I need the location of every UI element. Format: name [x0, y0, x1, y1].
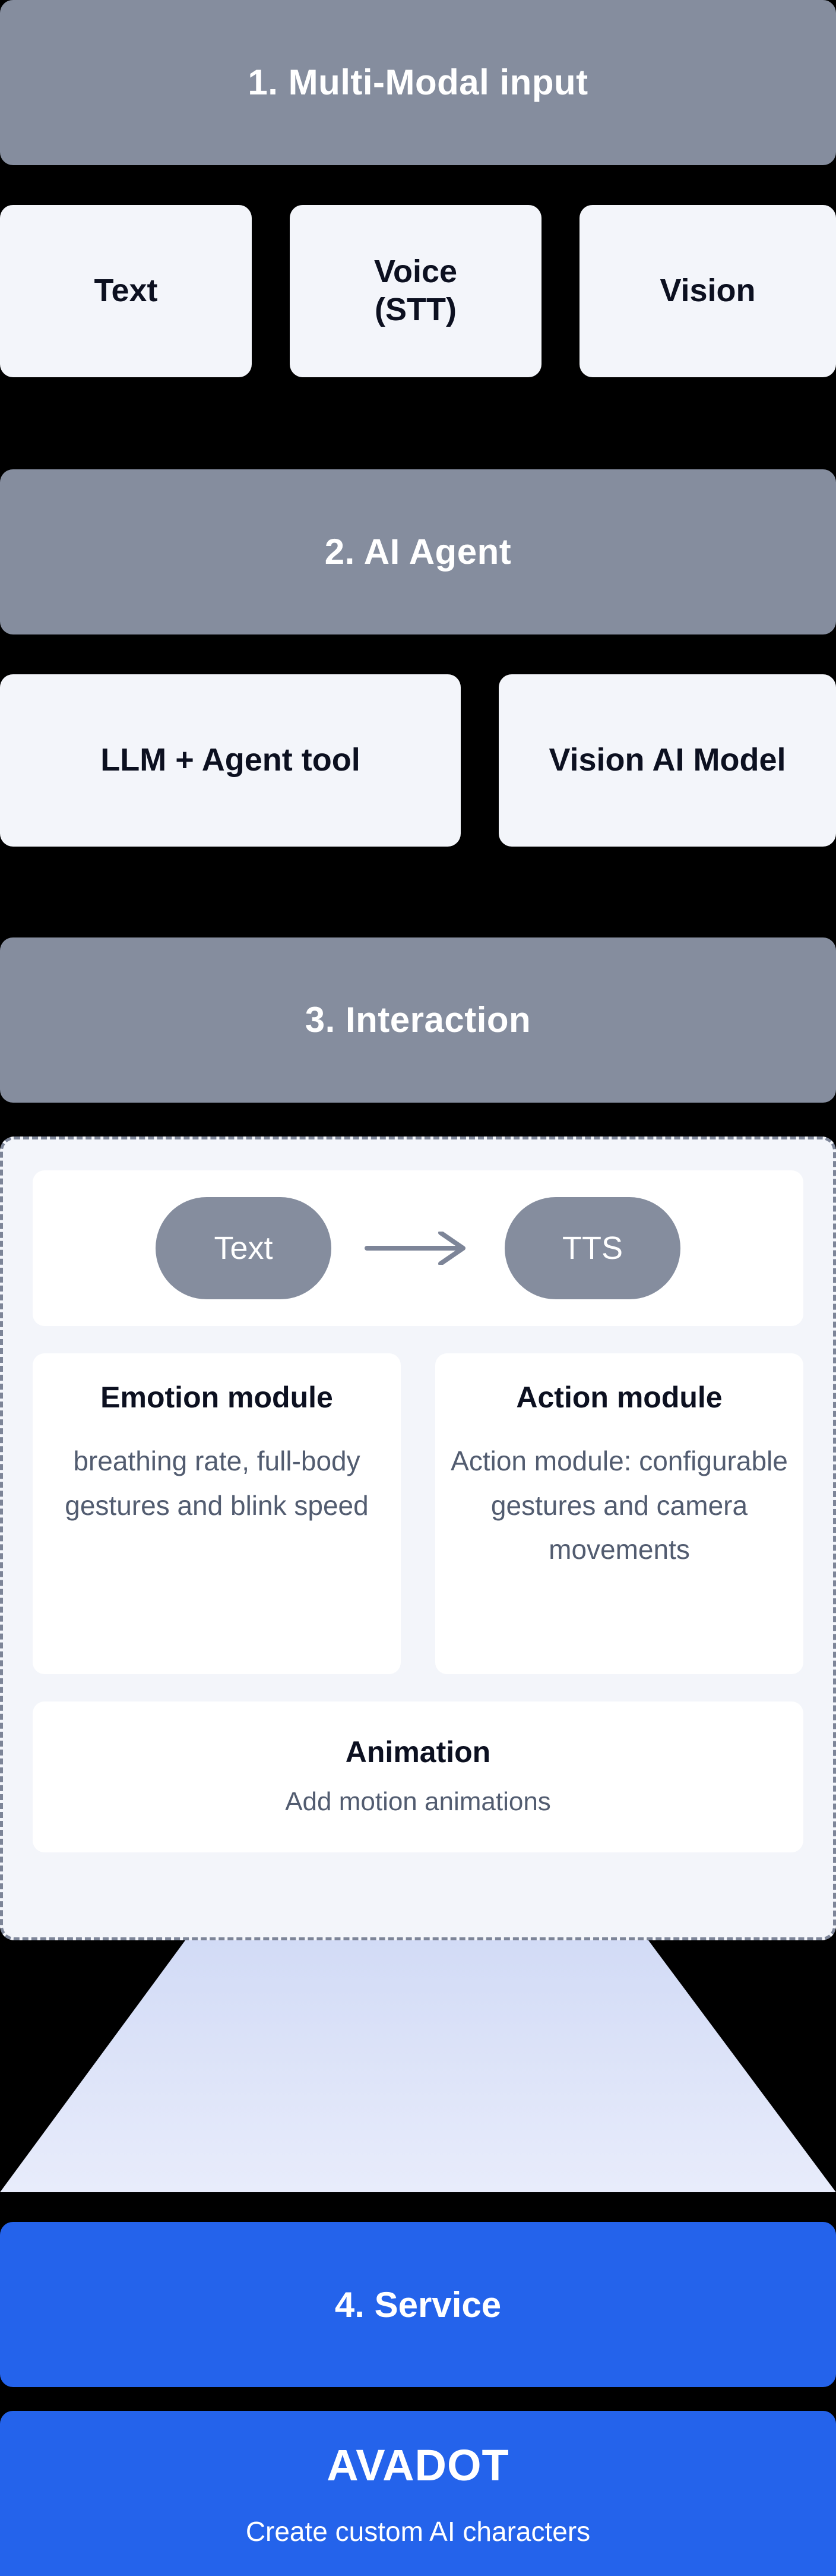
flow-pill-text-label: Text — [214, 1230, 273, 1266]
module-desc-animation: Add motion animations — [285, 1787, 551, 1816]
module-card-action[interactable]: Action module Action module: configurabl… — [435, 1353, 803, 1674]
module-card-emotion[interactable]: Emotion module breathing rate, full-body… — [33, 1353, 401, 1674]
brand-name: AVADOT — [327, 2440, 509, 2490]
section-header-service: 4. Service — [0, 2222, 836, 2387]
section-title-interaction: 3. Interaction — [305, 1000, 531, 1040]
input-card-text[interactable]: Text — [0, 205, 252, 377]
module-desc-emotion: breathing rate, full-body gestures and b… — [65, 1445, 369, 1521]
input-card-voice[interactable]: Voice (STT) — [290, 205, 542, 377]
section-title-input: 1. Multi-Modal input — [248, 62, 588, 102]
module-row: Emotion module breathing rate, full-body… — [33, 1353, 803, 1674]
interaction-panel: Text TTS Emotion module breathing rate, … — [0, 1137, 836, 1940]
arrow-right-icon — [365, 1230, 471, 1266]
tts-flow-card: Text TTS — [33, 1170, 803, 1326]
module-title-action: Action module — [516, 1381, 723, 1414]
agent-card-llm[interactable]: LLM + Agent tool — [0, 674, 461, 847]
input-card-vision[interactable]: Vision — [580, 205, 836, 377]
module-desc-action: Action module: configurable gestures and… — [451, 1445, 788, 1565]
funnel-connector — [0, 1940, 836, 2193]
agent-card-vision-model-label: Vision AI Model — [549, 742, 786, 778]
input-card-voice-label: Voice (STT) — [373, 254, 458, 327]
agent-card-vision-model[interactable]: Vision AI Model — [499, 674, 836, 847]
flow-pill-tts-label: TTS — [562, 1230, 623, 1266]
section-header-interaction: 3. Interaction — [0, 937, 836, 1103]
flow-pill-text[interactable]: Text — [156, 1197, 331, 1299]
brand-block-avadot[interactable]: AVADOT Create custom AI characters — [0, 2411, 836, 2576]
agent-card-llm-label: LLM + Agent tool — [100, 742, 360, 778]
input-card-text-label: Text — [94, 273, 158, 309]
section-header-input: 1. Multi-Modal input — [0, 0, 836, 165]
flow-pill-tts[interactable]: TTS — [505, 1197, 680, 1299]
section-header-agent: 2. AI Agent — [0, 469, 836, 634]
brand-tagline: Create custom AI characters — [245, 2515, 591, 2547]
module-title-emotion: Emotion module — [100, 1381, 333, 1414]
input-card-vision-label: Vision — [660, 273, 756, 309]
section-title-service: 4. Service — [334, 2284, 502, 2325]
section-title-agent: 2. AI Agent — [324, 532, 512, 572]
module-title-animation: Animation — [345, 1735, 491, 1769]
module-card-animation[interactable]: Animation Add motion animations — [33, 1701, 803, 1852]
